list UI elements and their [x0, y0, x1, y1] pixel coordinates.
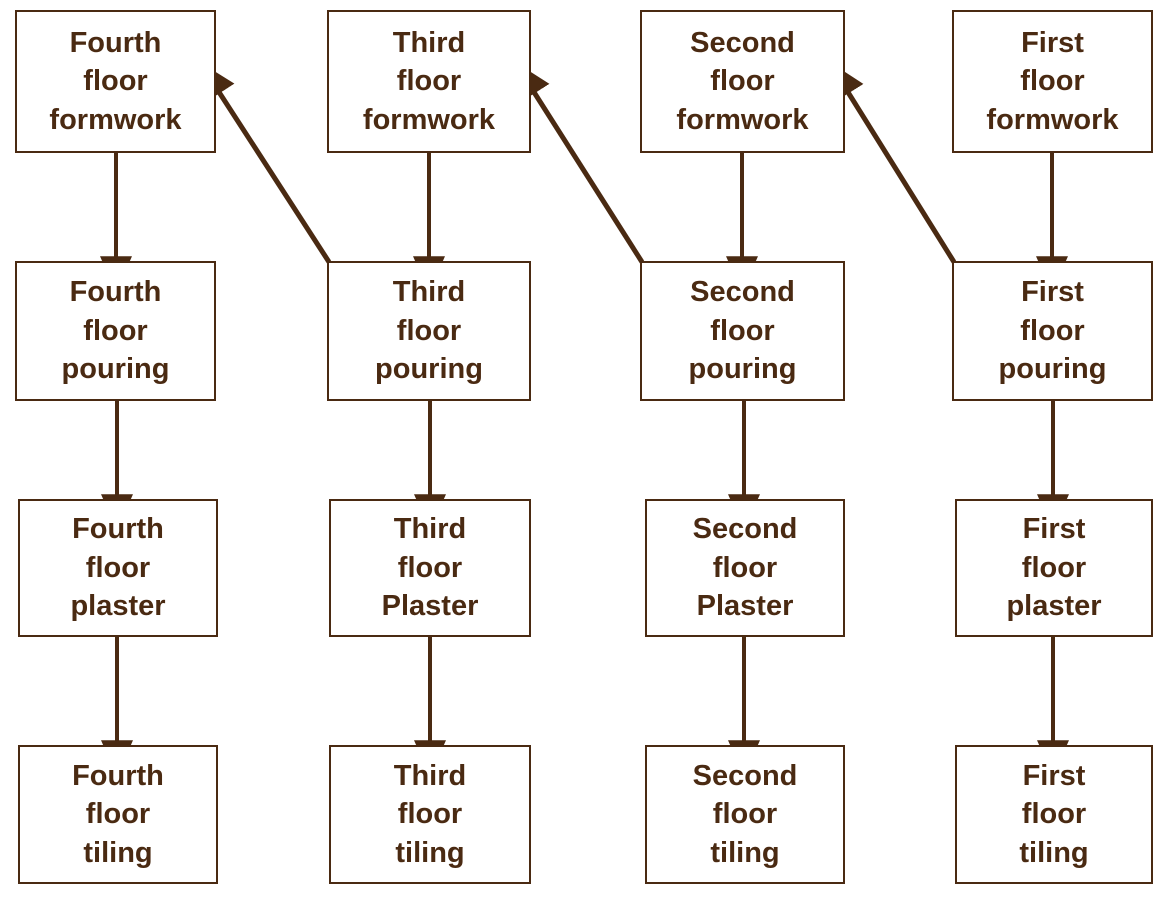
process-box-label-line: Second [690, 276, 795, 309]
process-box[interactable]: First floor formwork [952, 10, 1153, 153]
process-box-label-line: tiling [1019, 836, 1089, 869]
process-box-label-line: floor [397, 551, 463, 584]
process-box-label-line: floor [1021, 798, 1087, 831]
process-box-label-line: Second [692, 759, 798, 792]
process-box-label-line: Fourth [72, 759, 164, 792]
process-box-label-line: Second [690, 26, 795, 59]
process-box[interactable]: Second floor pouring [640, 261, 845, 401]
process-box-label-line: pouring [375, 353, 483, 386]
process-box-label-line: plaster [1006, 590, 1102, 623]
process-box-label-line: formwork [362, 103, 496, 136]
process-box-label-line: Second [692, 513, 798, 546]
process-box-label-line: tiling [395, 836, 465, 869]
process-box-label-line: tiling [710, 836, 780, 869]
process-box[interactable]: Third floor formwork [327, 10, 531, 153]
process-box[interactable]: Fourth floor formwork [15, 10, 216, 153]
process-box-label-line: floor [83, 65, 148, 98]
process-box-label-line: First [1022, 513, 1086, 546]
process-box-label-line: floor [397, 798, 463, 831]
process-box-label-line: floor [712, 798, 778, 831]
process-box-label-line: pouring [61, 353, 170, 386]
process-box-label-line: plaster [70, 590, 166, 623]
process-box[interactable]: First floor tiling [955, 745, 1153, 884]
process-box-label-line: tiling [83, 836, 153, 869]
process-box-label-line: Plaster [696, 590, 794, 623]
process-box-label-line: Third [392, 276, 466, 309]
process-box-label-line: formwork [986, 103, 1119, 136]
process-box-label-line: floor [710, 65, 775, 98]
process-box-label-line: pouring [688, 353, 797, 386]
process-box-label-line: Third [392, 26, 466, 59]
process-box-label-line: floor [712, 551, 778, 584]
process-box[interactable]: Second floor formwork [640, 10, 845, 153]
process-box-label-line: pouring [998, 353, 1107, 386]
process-box-label-line: Plaster [381, 590, 479, 623]
process-box-label-line: formwork [49, 103, 182, 136]
process-box[interactable]: Second floor tiling [645, 745, 845, 884]
process-box[interactable]: Fourth floor tiling [18, 745, 218, 884]
process-box-label-line: Fourth [69, 26, 162, 59]
process-box-label-line: floor [396, 314, 462, 347]
process-box[interactable]: Fourth floor plaster [18, 499, 218, 637]
process-box-label-line: First [1021, 26, 1084, 59]
process-box-label-line: Fourth [69, 276, 162, 309]
flow-arrow-diagonal [828, 61, 957, 264]
process-box-label-line: floor [710, 314, 775, 347]
process-box-label-line: First [1021, 276, 1084, 309]
process-box-label-line: formwork [676, 103, 809, 136]
process-box[interactable]: Third floor pouring [327, 261, 531, 401]
process-box-label-line: floor [1020, 314, 1085, 347]
process-box-label-line: floor [83, 314, 148, 347]
process-box[interactable]: Fourth floor pouring [15, 261, 216, 401]
process-box[interactable]: First floor plaster [955, 499, 1153, 637]
edges-group [100, 61, 1069, 777]
process-box-label-line: floor [1021, 551, 1087, 584]
process-box-label-line: floor [85, 551, 151, 584]
process-box-label-line: floor [396, 65, 462, 98]
process-box[interactable]: Third floor tiling [329, 745, 531, 884]
flow-arrow-diagonal [514, 61, 645, 264]
process-box-label-line: floor [1020, 65, 1085, 98]
flow-arrow-diagonal [199, 61, 332, 264]
process-box-label-line: Third [393, 513, 467, 546]
process-box[interactable]: First floor pouring [952, 261, 1153, 401]
process-box-label-line: First [1022, 759, 1086, 792]
process-box-label-line: floor [85, 798, 151, 831]
process-box-label-line: Third [393, 759, 467, 792]
process-box-label-line: Fourth [72, 513, 164, 546]
